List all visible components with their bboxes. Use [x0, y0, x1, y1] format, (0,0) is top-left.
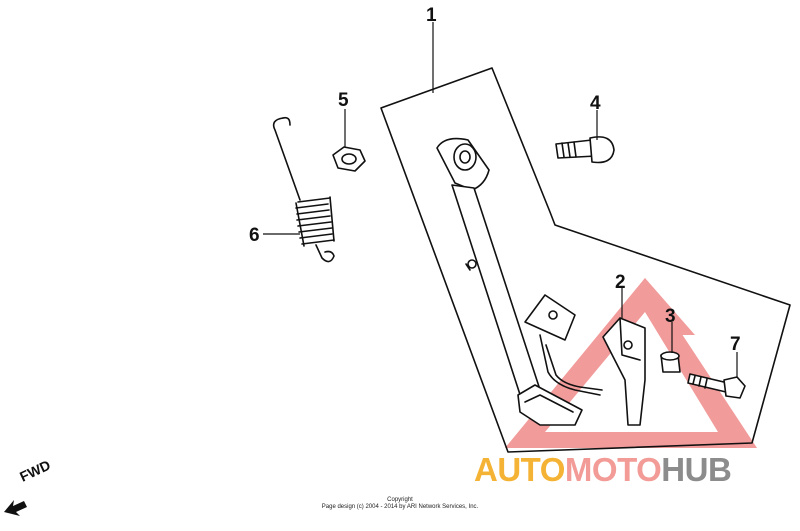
watermark-brand-text: AUTOMOTOHUB: [474, 451, 732, 489]
callout-5: 5: [338, 90, 349, 111]
fwd-arrow-icon: [4, 500, 27, 516]
watermark-part-hub: HUB: [661, 451, 732, 488]
callout-4: 4: [590, 93, 601, 114]
callout-2: 2: [615, 272, 626, 293]
callout-3: 3: [665, 306, 676, 327]
side-stand-part-1: [436, 137, 603, 426]
assembly-outline: [380, 67, 791, 453]
callout-7: 7: [730, 334, 741, 355]
copyright-notice: Copyright Page design (c) 2004 - 2014 by…: [300, 497, 500, 511]
copyright-line-2: Page design (c) 2004 - 2014 by ARI Netwo…: [321, 504, 479, 510]
nut-part-5: [332, 146, 366, 172]
callout-1: 1: [426, 5, 437, 26]
watermark-part-moto: MOTO: [564, 451, 662, 488]
bolt-part-4: [555, 136, 615, 164]
spring-part-6: [272, 116, 335, 263]
copyright-line-1: Copyright: [387, 497, 413, 503]
collar-part-3: [660, 351, 681, 373]
bracket-part-2: [602, 317, 646, 426]
bolt-part-7: [687, 373, 746, 399]
leader-lines: [263, 22, 738, 378]
callout-6: 6: [249, 225, 260, 246]
watermark-part-auto: AUTO: [474, 451, 565, 488]
